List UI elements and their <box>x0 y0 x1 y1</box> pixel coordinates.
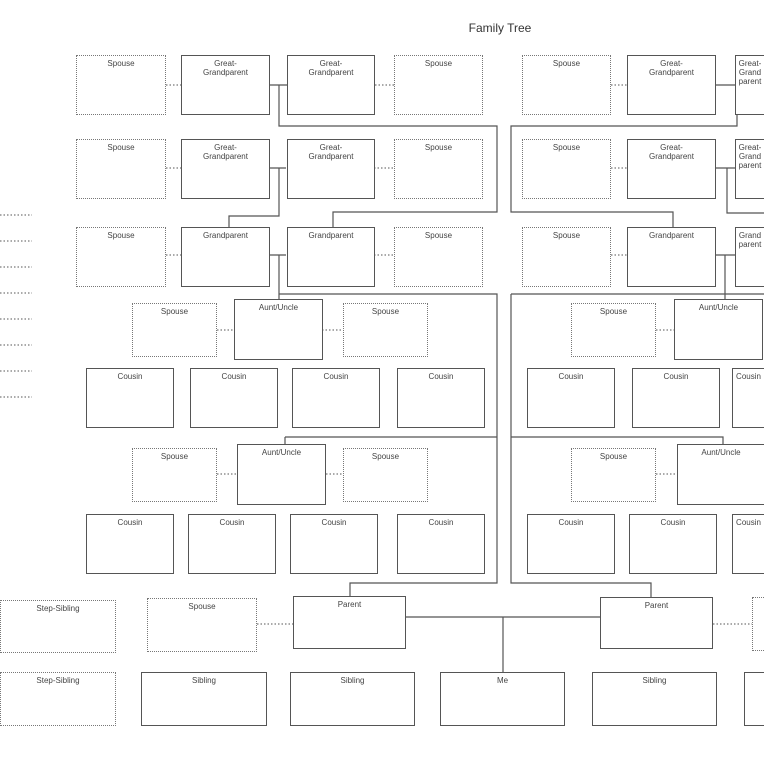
parent-box[interactable]: Parent <box>600 597 713 649</box>
spouse-box[interactable]: Spouse <box>76 55 166 115</box>
cousin-box[interactable]: Cousin <box>527 368 615 428</box>
spouse-box[interactable]: Spouse <box>132 303 217 357</box>
dotted-connectors <box>0 84 752 625</box>
cousin-box[interactable]: Cousin <box>527 514 615 574</box>
cousin-box[interactable]: Cousin <box>397 368 485 428</box>
sibling-box[interactable] <box>744 672 764 726</box>
aunt-uncle-box[interactable]: Aunt/Uncle <box>234 299 323 360</box>
spouse-box[interactable]: Spouse <box>76 139 166 199</box>
aunt-uncle-box[interactable]: Aunt/Uncle <box>237 444 326 505</box>
spouse-box[interactable]: Spouse <box>571 448 656 502</box>
spouse-box[interactable]: Spouse <box>522 55 611 115</box>
great-grandparent-box[interactable]: Great- Grandparent <box>287 55 375 115</box>
grandparent-box[interactable]: Grandparent <box>181 227 270 287</box>
cousin-box[interactable]: Cousin <box>86 514 174 574</box>
spouse-box[interactable]: Spouse <box>522 139 611 199</box>
spouse-box[interactable]: Spouse <box>76 227 166 287</box>
grandparent-box[interactable]: Grandparent <box>627 227 716 287</box>
sibling-box[interactable]: Sibling <box>592 672 717 726</box>
spouse-box[interactable]: Spouse <box>394 55 483 115</box>
cousin-box[interactable]: Cousin <box>292 368 380 428</box>
grandparent-box[interactable]: Grandparent <box>287 227 375 287</box>
spouse-box[interactable]: Spouse <box>571 303 656 357</box>
sibling-box[interactable]: Sibling <box>141 672 267 726</box>
me-box[interactable]: Me <box>440 672 565 726</box>
cousin-box[interactable]: Cousin <box>86 368 174 428</box>
cousin-box[interactable]: Cousin <box>732 368 764 428</box>
spouse-box[interactable]: Spouse <box>522 227 611 287</box>
grandparent-box[interactable]: Grandparent <box>735 227 764 287</box>
step-sibling-box[interactable]: Step-Sibling <box>0 672 116 726</box>
great-grandparent-box[interactable]: Great- Grandparent <box>181 55 270 115</box>
great-grandparent-box[interactable]: Great- Grandparent <box>287 139 375 199</box>
great-grandparent-box[interactable]: Great- Grandparent <box>735 139 764 199</box>
solid-connectors <box>228 84 764 672</box>
cousin-box[interactable]: Cousin <box>190 368 278 428</box>
great-grandparent-box[interactable]: Great- Grandparent <box>627 139 716 199</box>
aunt-uncle-box[interactable]: Aunt/Uncle <box>674 299 763 360</box>
spouse-box[interactable]: Spouse <box>343 303 428 357</box>
spouse-box[interactable]: Spouse <box>132 448 217 502</box>
page-title: Family Tree <box>468 21 532 35</box>
step-sibling-box[interactable]: Step-Sibling <box>0 600 116 653</box>
cousin-box[interactable]: Cousin <box>290 514 378 574</box>
cousin-box[interactable]: Cousin <box>629 514 717 574</box>
spouse-box[interactable]: Spouse <box>394 227 483 287</box>
parent-box[interactable]: Parent <box>293 596 406 649</box>
cousin-box[interactable]: Cousin <box>732 514 764 574</box>
great-grandparent-box[interactable]: Great- Grandparent <box>181 139 270 199</box>
sibling-box[interactable]: Sibling <box>290 672 415 726</box>
great-grandparent-box[interactable]: Great- Grandparent <box>735 55 764 115</box>
cousin-box[interactable]: Cousin <box>188 514 276 574</box>
spouse-box[interactable]: Spouse <box>394 139 483 199</box>
spouse-box[interactable]: Spouse <box>147 598 257 652</box>
spouse-box[interactable]: Spouse <box>343 448 428 502</box>
cousin-box[interactable]: Cousin <box>632 368 720 428</box>
cousin-box[interactable]: Cousin <box>397 514 485 574</box>
great-grandparent-box[interactable]: Great- Grandparent <box>627 55 716 115</box>
aunt-uncle-box[interactable]: Aunt/Uncle <box>677 444 764 505</box>
spouse-box[interactable] <box>752 597 764 651</box>
